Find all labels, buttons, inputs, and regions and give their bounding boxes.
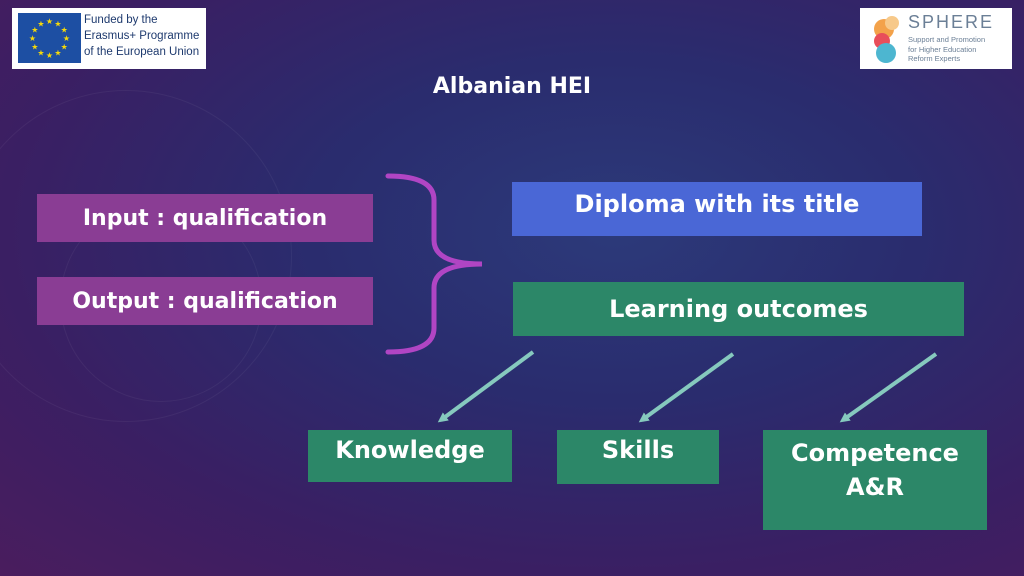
- competence-ar-label: A&R: [846, 473, 904, 501]
- output-qualification-box: Output : qualification: [37, 277, 373, 325]
- skills-box: Skills: [557, 430, 719, 484]
- page-title: Albanian HEI: [432, 74, 592, 99]
- sphere-emblem-icon: [874, 16, 899, 63]
- arrow-to-knowledge: [437, 350, 535, 423]
- sphere-logo: SPHERE Support and Promotion for Higher …: [860, 8, 1012, 69]
- eu-star-icon: ★: [61, 43, 68, 52]
- eu-star-icon: ★: [31, 26, 38, 35]
- curly-brace: [385, 173, 483, 355]
- eu-flag: ★★★★★★★★★★★★: [18, 13, 81, 63]
- eu-star-icon: ★: [63, 34, 70, 43]
- eu-star-icon: ★: [37, 19, 44, 28]
- eu-star-icon: ★: [54, 19, 61, 28]
- eu-star-icon: ★: [46, 17, 53, 26]
- sphere-name: SPHERE: [908, 12, 995, 32]
- eu-star-icon: ★: [31, 43, 38, 52]
- eu-star-icon: ★: [46, 51, 53, 60]
- eu-star-icon: ★: [54, 49, 61, 58]
- eu-stars-icon: ★★★★★★★★★★★★: [29, 17, 70, 60]
- learning-outcomes-box: Learning outcomes: [513, 282, 964, 336]
- sphere-tagline: Support and Promotion for Higher Educati…: [908, 35, 986, 63]
- arrow-to-competence: [839, 352, 938, 423]
- eu-funding-logo: ★★★★★★★★★★★★ Funded by the Erasmus+ Prog…: [12, 8, 206, 69]
- competence-box: Competence A&R: [763, 430, 987, 530]
- eu-star-icon: ★: [37, 49, 44, 58]
- knowledge-box: Knowledge: [308, 430, 512, 482]
- eu-star-icon: ★: [29, 34, 36, 43]
- eu-star-icon: ★: [61, 26, 68, 35]
- arrow-to-skills: [638, 352, 735, 423]
- input-qualification-box: Input : qualification: [37, 194, 373, 242]
- competence-label: Competence: [791, 439, 959, 467]
- diploma-box: Diploma with its title: [512, 182, 922, 236]
- eu-funding-text: Funded by the Erasmus+ Programme of the …: [84, 14, 200, 58]
